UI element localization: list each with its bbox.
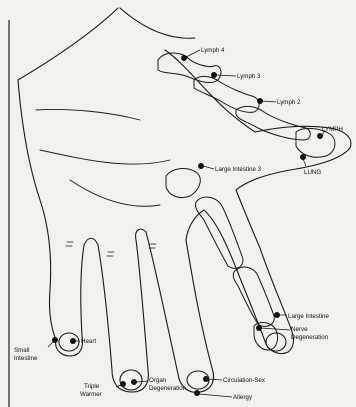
label-small-intestine-line1: Small bbox=[14, 347, 29, 354]
label-triple-warmer-line1: Triple bbox=[84, 383, 100, 390]
labels: Lymph 4 Lymph 3 Lymph 2 LYMPH LUNG Large… bbox=[14, 47, 343, 401]
point-allergy bbox=[194, 390, 200, 396]
label-allergy: Allergy bbox=[233, 394, 253, 401]
label-nerve-degeneration-line1: Nerve bbox=[291, 326, 308, 333]
label-triple-warmer-line2: Warmer bbox=[80, 391, 102, 398]
label-small-intestine-line2: Intestine bbox=[14, 355, 38, 362]
label-circulation-sex: Circulation-Sex bbox=[223, 377, 266, 384]
label-organ-degeneration-line2: Degeneration bbox=[149, 385, 187, 392]
label-lung: LUNG bbox=[304, 169, 321, 176]
finger-bones bbox=[158, 53, 335, 350]
label-lymph: LYMPH bbox=[322, 126, 343, 133]
label-nerve-degeneration-line2: Degeneration bbox=[291, 334, 329, 341]
point-triple-warmer bbox=[120, 381, 126, 387]
label-organ-degeneration-line1: Organ bbox=[149, 377, 167, 384]
point-lymph-4 bbox=[181, 55, 187, 61]
label-heart: Heart bbox=[81, 338, 96, 345]
label-lymph-3: Lymph 3 bbox=[237, 73, 261, 80]
label-lymph-2: Lymph 2 bbox=[277, 99, 301, 106]
label-lymph-4: Lymph 4 bbox=[201, 47, 225, 54]
point-lymph bbox=[317, 133, 323, 139]
label-large-intestine-3: Large Intestine 3 bbox=[215, 166, 262, 173]
label-large-intestine: Large Intestine bbox=[288, 313, 329, 320]
